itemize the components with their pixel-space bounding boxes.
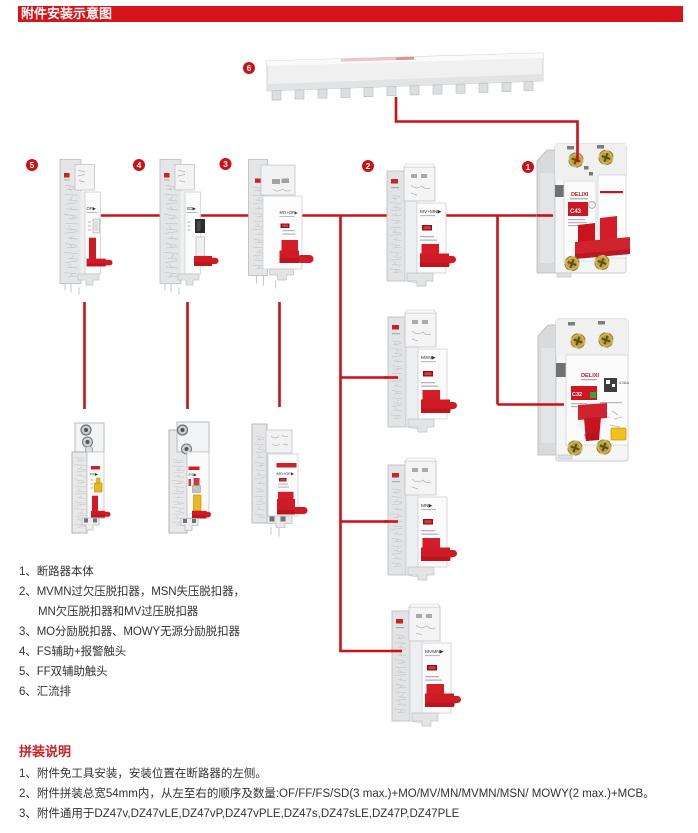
svg-text:DELIXI: DELIXI xyxy=(571,192,589,198)
svg-text:OF▶: OF▶ xyxy=(87,206,97,211)
svg-text:MSN▶: MSN▶ xyxy=(421,355,436,361)
svg-text:6: 6 xyxy=(247,63,252,73)
svg-text:4.5kA: 4.5kA xyxy=(619,380,630,385)
svg-text:FF▶: FF▶ xyxy=(90,472,99,477)
svg-text:MVMN▶: MVMN▶ xyxy=(425,649,444,655)
svg-text:C32: C32 xyxy=(572,392,582,398)
svg-text:FS▶: FS▶ xyxy=(189,472,198,477)
svg-text:MN▶: MN▶ xyxy=(421,503,432,509)
svg-text:C43: C43 xyxy=(570,209,582,215)
svg-text:1: 1 xyxy=(526,162,531,172)
svg-text:DELIXI: DELIXI xyxy=(581,373,599,379)
svg-text:MO+OF▶: MO+OF▶ xyxy=(280,210,299,215)
svg-text:MV+MN▶: MV+MN▶ xyxy=(420,209,441,215)
svg-text:SD▶: SD▶ xyxy=(187,206,197,211)
svg-text:2: 2 xyxy=(366,161,371,171)
svg-text:5: 5 xyxy=(30,160,35,170)
svg-text:3: 3 xyxy=(223,159,228,169)
svg-text:MO+OF▶: MO+OF▶ xyxy=(277,471,295,476)
svg-text:4: 4 xyxy=(137,160,142,170)
